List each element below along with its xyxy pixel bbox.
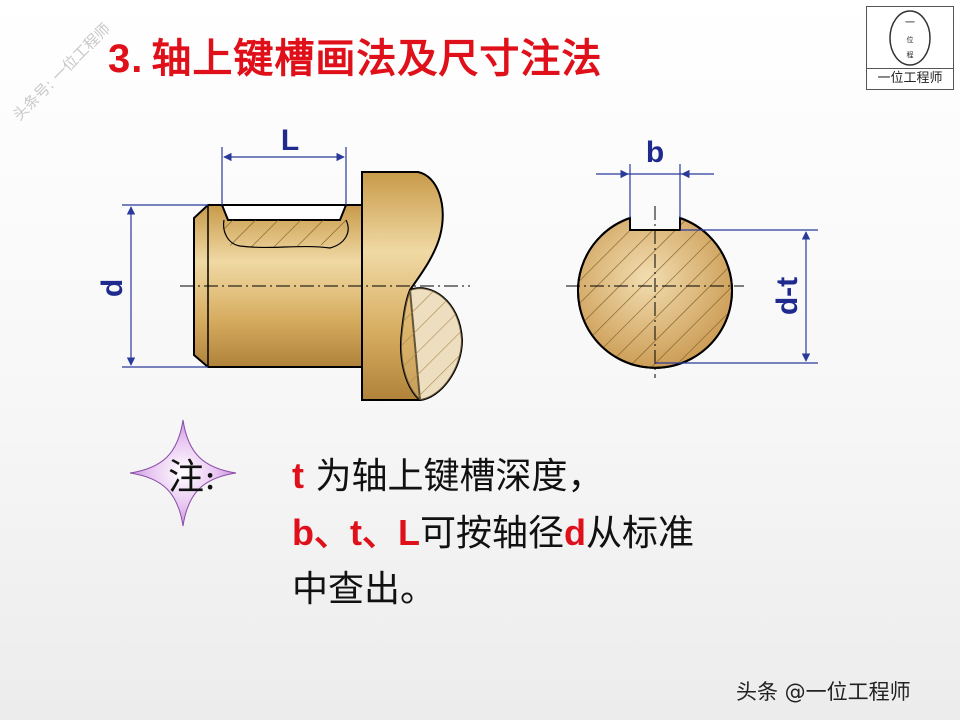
note-var-t: t [292, 455, 304, 496]
width-label: b [646, 136, 664, 169]
depth-label: d-t [771, 277, 804, 315]
diameter-label: d [96, 279, 129, 297]
note-line-2-tail: 从标准 [586, 513, 695, 554]
note-var-d: d [564, 512, 587, 553]
note-var-t2: t [350, 512, 363, 553]
logo-char-3: 程 [907, 50, 914, 59]
note-text: t 为轴上键槽深度， b、t、L可按轴径d从标准 中查出。 [292, 448, 852, 618]
note-line-2-mid: 可按轴径 [420, 513, 565, 554]
title-number: 3. [108, 37, 144, 81]
note-var-b: b [292, 512, 314, 553]
page-title: 3.轴上键槽画法及尺寸注法 [108, 26, 602, 84]
keyway-local-section [224, 220, 347, 248]
shaft-side-view: L d [96, 124, 470, 402]
note-star-icon [129, 419, 237, 527]
footer-credit: 头条 @一位工程师 [736, 680, 911, 704]
note-label: 注: [168, 457, 217, 498]
shaft-section-view: b d-t [566, 136, 818, 378]
logo-emblem-icon: 一 位 程 [889, 10, 931, 66]
note-line-1-text: 为轴上键槽深度， [304, 456, 604, 497]
note-line-3: 中查出。 [292, 569, 437, 610]
shoulder-break-section [400, 287, 464, 402]
note-line-2: b、t、L可按轴径d从标准 [292, 505, 852, 562]
note-var-L: L [398, 512, 421, 553]
note-sep-2: 、 [362, 512, 399, 553]
logo-brand: 一位工程师 [867, 68, 953, 89]
logo: 一 位 程 一位工程师 [866, 6, 954, 90]
length-label: L [281, 124, 299, 157]
title-text: 轴上键槽画法及尺寸注法 [151, 36, 603, 82]
logo-char-2: 位 [907, 35, 914, 44]
logo-char-1: 一 [905, 18, 915, 29]
note-line-1: t 为轴上键槽深度， [292, 448, 852, 505]
keyway-slot [220, 204, 348, 221]
note-sep-1: 、 [314, 512, 351, 553]
